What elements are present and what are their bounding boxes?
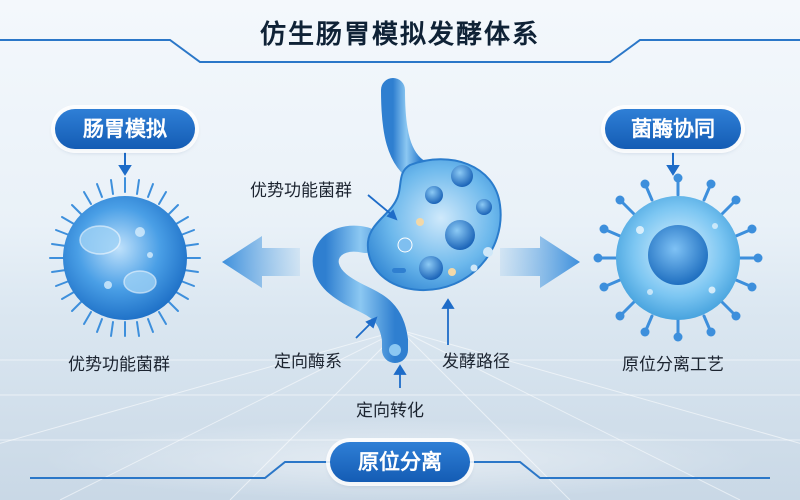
badge-enzyme-synergy: 菌酶协同	[605, 109, 741, 149]
badge-in-situ-separation: 原位分离	[330, 442, 470, 482]
stomach-illustration	[312, 78, 502, 363]
caption-in-situ-process: 原位分离工艺	[622, 355, 724, 375]
synergy-right-cell	[593, 173, 763, 342]
badge-down-arrows	[118, 152, 680, 176]
center-pointer-arrows	[355, 194, 455, 388]
caption-dominant-flora: 优势功能菌群	[68, 355, 170, 375]
badge-gut-simulation: 肠胃模拟	[55, 109, 195, 149]
title-decoration	[0, 39, 800, 63]
label-fermentation-path: 发酵路径	[442, 352, 510, 372]
label-directed-enzyme: 定向酶系	[274, 352, 342, 372]
bacterium-left-cell	[49, 177, 201, 337]
label-dominant-flora-center: 优势功能菌群	[250, 181, 352, 201]
arrow-right	[500, 236, 580, 288]
label-directed-conversion: 定向转化	[356, 401, 424, 421]
arrow-left	[222, 236, 300, 288]
diagram-title: 仿生肠胃模拟发酵体系	[259, 20, 540, 50]
